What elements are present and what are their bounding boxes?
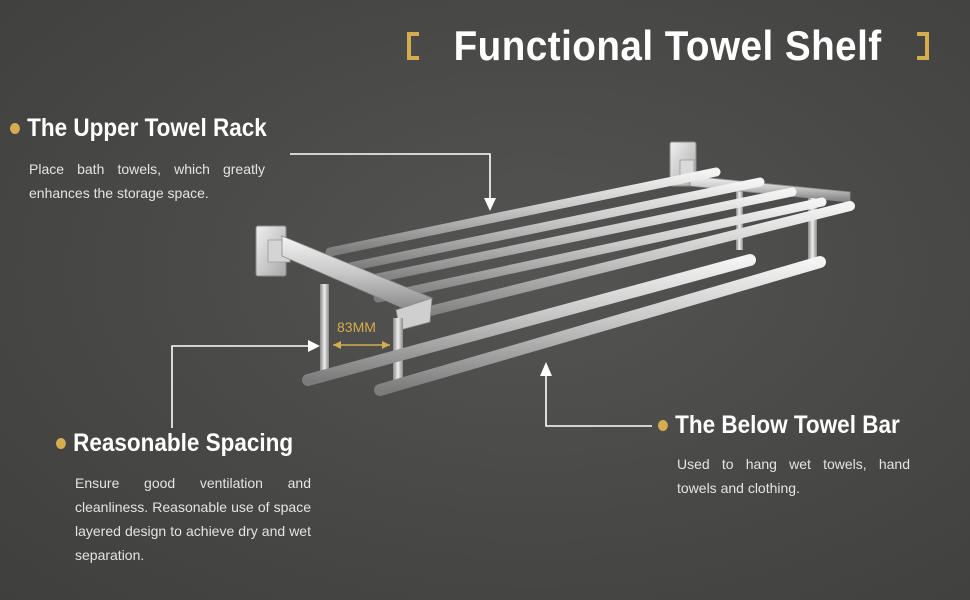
below-bar-heading: The Below Towel Bar (658, 411, 900, 440)
dimension-marker (333, 341, 390, 349)
left-rear-post (320, 284, 329, 376)
upper-rack-description: Place bath towels, which greatly enhance… (29, 161, 265, 201)
below-bar-callout-arrow (540, 362, 652, 427)
bullet-dot-icon (658, 420, 668, 431)
right-front-post (808, 198, 817, 266)
bullet-dot-icon (56, 438, 66, 449)
below-bar-title: The Below Towel Bar (675, 411, 900, 439)
right-bracket-icon (916, 32, 929, 60)
bullet-dot-icon (10, 123, 20, 134)
page-title: Functional Towel Shelf (453, 22, 882, 69)
lower-towel-bars (302, 254, 826, 396)
spacing-heading: Reasonable Spacing (56, 429, 293, 458)
upper-rack-rods (325, 167, 855, 323)
title-banner: Functional Towel Shelf (396, 18, 940, 74)
spacing-title: Reasonable Spacing (73, 429, 294, 457)
spacing-description: Ensure good ventilation and cleanliness.… (75, 475, 311, 563)
left-bracket-icon (407, 32, 420, 60)
upper-rack-callout-arrow (290, 153, 496, 211)
dimension-label: 83MM (337, 319, 376, 335)
below-bar-description: Used to hang wet towels, hand towels and… (677, 456, 910, 496)
upper-rack-heading: The Upper Towel Rack (10, 114, 267, 143)
upper-rack-title: The Upper Towel Rack (27, 114, 267, 142)
spacing-callout-line (171, 340, 320, 428)
